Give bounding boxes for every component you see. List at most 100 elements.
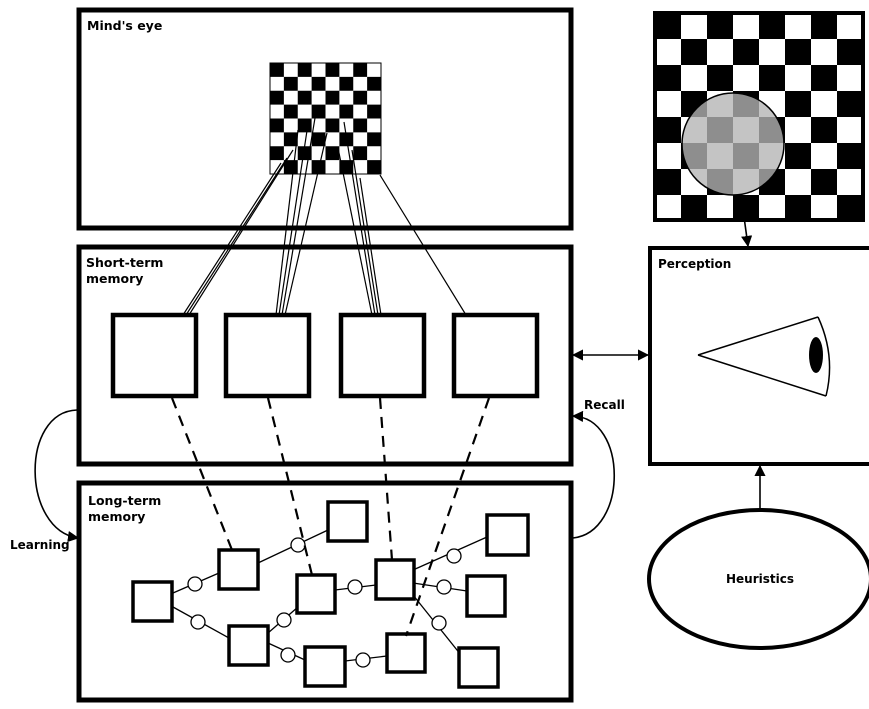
board-square xyxy=(785,143,812,170)
mini-board-square xyxy=(283,118,299,133)
ltm-chunk xyxy=(217,548,260,591)
mini-board-square xyxy=(297,90,312,105)
mini-board-square xyxy=(353,76,368,92)
mini-board-square xyxy=(325,132,340,147)
ltm-chunk xyxy=(326,500,369,543)
board-square xyxy=(811,39,838,66)
board-square xyxy=(837,39,864,66)
mini-board-square xyxy=(339,118,354,133)
mini-board-square xyxy=(325,146,340,161)
board-square xyxy=(837,13,864,40)
short-term-label-line2: memory xyxy=(86,271,143,286)
board-square xyxy=(785,169,812,196)
board-square xyxy=(655,13,682,40)
board-square xyxy=(785,39,812,66)
board-square xyxy=(655,39,682,66)
ltm-link-nodes xyxy=(187,537,462,668)
stm-slot-2 xyxy=(223,312,312,399)
mini-board-square xyxy=(297,76,312,92)
ltm-chunk xyxy=(227,624,270,667)
mini-board-square xyxy=(325,104,340,119)
mini-board-square xyxy=(339,104,354,119)
mini-board-square xyxy=(283,90,299,105)
board-square xyxy=(707,195,734,222)
board-square xyxy=(759,39,786,66)
minds-eye-chessboard xyxy=(269,62,382,175)
board-square xyxy=(811,13,838,40)
mini-board-square xyxy=(339,76,354,92)
mini-board-square xyxy=(325,63,340,78)
mini-board-square xyxy=(297,160,312,175)
board-square xyxy=(759,195,786,222)
ltm-chunk xyxy=(457,646,500,689)
mini-board-square xyxy=(283,63,299,78)
mini-board-square xyxy=(367,118,382,133)
mini-board-square xyxy=(353,90,368,105)
mini-board-square xyxy=(311,132,326,147)
mini-board-square xyxy=(367,160,382,175)
mini-board-square xyxy=(311,104,326,119)
mini-board-square xyxy=(353,160,368,175)
board-square xyxy=(785,91,812,118)
board-square xyxy=(837,117,864,144)
board-square xyxy=(785,65,812,92)
mini-board-square xyxy=(270,90,285,105)
mini-board-square xyxy=(367,146,382,161)
board-square xyxy=(733,13,760,40)
board-square xyxy=(785,13,812,40)
learning-arrow xyxy=(34,409,80,543)
mini-board-square xyxy=(283,104,299,119)
eye-icon xyxy=(697,316,831,397)
stm-slot-3 xyxy=(338,312,427,399)
stm-to-ltm-dashed-links xyxy=(170,397,491,637)
mini-board-square xyxy=(311,90,326,105)
board-square xyxy=(811,65,838,92)
long-term-label-line1: Long-term xyxy=(88,493,161,508)
board-square xyxy=(837,65,864,92)
heuristics-label: Heuristics xyxy=(726,572,794,586)
stm-slot-4 xyxy=(451,312,540,399)
short-term-label-line1: Short-term xyxy=(86,255,163,270)
mini-board-square xyxy=(283,76,299,92)
minds-eye-panel: Mind's eye xyxy=(76,7,574,231)
mini-board-square xyxy=(270,118,285,133)
fovea-square xyxy=(707,117,734,144)
flow-arrows xyxy=(34,194,766,543)
mini-board-square xyxy=(339,63,354,78)
mini-board-square xyxy=(283,132,299,147)
mini-board-square xyxy=(297,63,312,78)
perception-label: Perception xyxy=(658,257,731,271)
heuristics-node: Heuristics xyxy=(647,508,869,650)
mini-board-square xyxy=(367,90,382,105)
board-square xyxy=(733,39,760,66)
mini-board-square xyxy=(270,146,285,161)
mini-board-square xyxy=(367,132,382,147)
mini-board-square xyxy=(283,160,299,175)
board-square xyxy=(811,169,838,196)
board-square xyxy=(681,39,708,66)
minds-eye-label: Mind's eye xyxy=(87,18,162,33)
mini-board-square xyxy=(297,132,312,147)
board-square xyxy=(655,117,682,144)
board-square xyxy=(837,169,864,196)
fovea-square xyxy=(733,117,760,144)
board-square xyxy=(733,195,760,222)
board-square xyxy=(759,13,786,40)
mini-board-square xyxy=(353,104,368,119)
mini-board-square xyxy=(311,118,326,133)
long-term-label-line2: memory xyxy=(88,509,145,524)
ltm-chunk xyxy=(303,645,347,688)
board-square xyxy=(785,117,812,144)
board-square xyxy=(811,117,838,144)
board-square xyxy=(837,143,864,170)
board-square xyxy=(707,13,734,40)
board-square xyxy=(811,91,838,118)
mini-board-square xyxy=(311,76,326,92)
ltm-chunk xyxy=(374,558,416,601)
mini-board-square xyxy=(270,76,285,92)
mini-board-square xyxy=(353,118,368,133)
recall-arrow xyxy=(571,410,615,539)
board-square xyxy=(655,195,682,222)
learning-label: Learning xyxy=(10,538,70,552)
stm-slot-1 xyxy=(110,312,199,399)
